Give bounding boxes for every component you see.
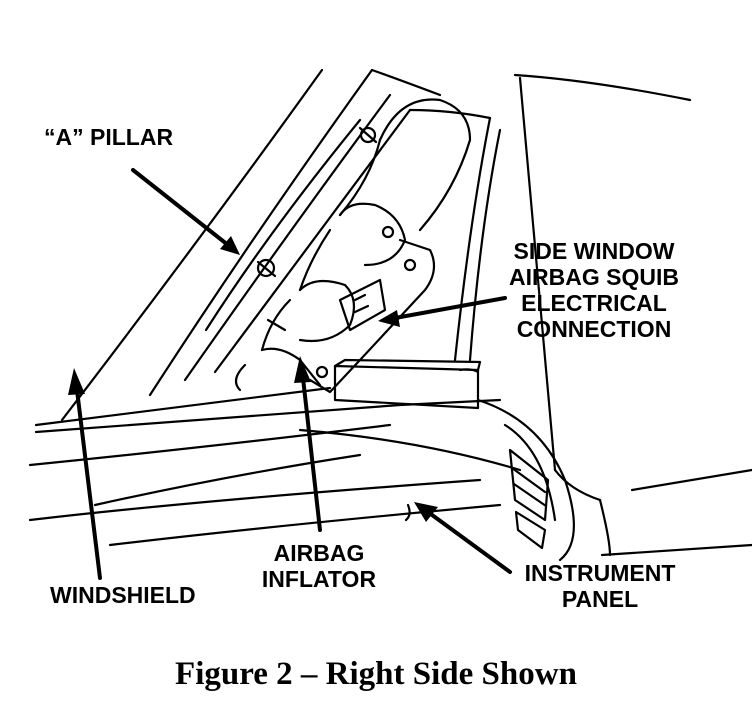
airbag-inflator-label-line-1: AIRBAG [273,540,365,566]
a-pillar-label: “A” PILLAR [44,124,174,150]
side-window-label-line-4: CONNECTION [516,316,672,342]
airbag-inflator-label: AIRBAG INFLATOR [244,540,394,592]
callout-arrows [75,168,512,580]
instrument-panel-label: INSTRUMENT PANEL [505,560,695,612]
airbag-inflator-label-line-2: INFLATOR [261,566,377,592]
instrument-panel-drawing [404,398,575,562]
side-window-label-line-2: AIRBAG SQUIB [509,264,679,290]
side-window-label-line-1: SIDE WINDOW [513,238,675,264]
trim-block-drawing [333,358,482,410]
side-window-squib-label: SIDE WINDOW AIRBAG SQUIB ELECTRICAL CONN… [494,238,694,342]
windshield-drawing [28,386,522,547]
instrument-panel-label-line-2: PANEL [561,586,639,612]
arrowheads [68,236,438,522]
a-pillar-drawing [60,68,492,422]
right-pillar-drawing [453,73,752,557]
windshield-label: WINDSHIELD [50,582,196,608]
figure-caption: Figure 2 – Right Side Shown [175,656,577,692]
side-window-label-line-3: ELECTRICAL [521,290,667,316]
instrument-panel-label-line-1: INSTRUMENT [524,560,676,586]
inflator-drawing [234,98,472,394]
